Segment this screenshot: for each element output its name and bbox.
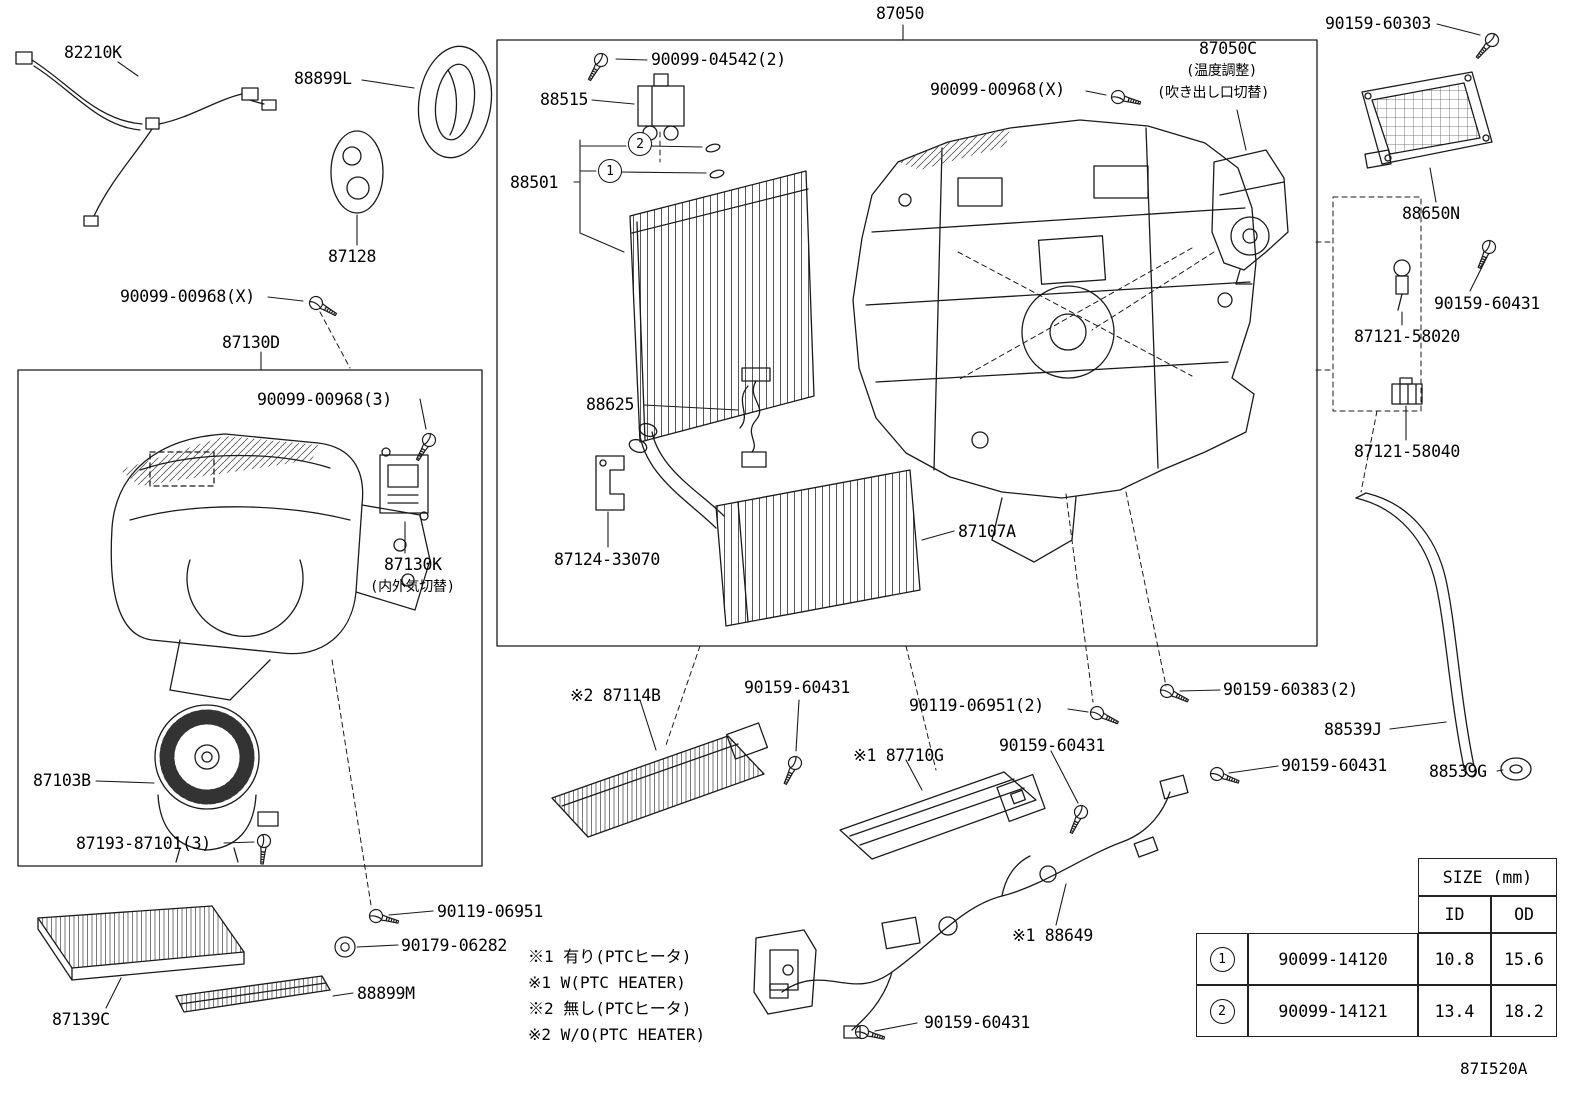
label-87107a: 87107A <box>958 522 1016 541</box>
label-82210k: 82210K <box>64 43 122 62</box>
row-od-value: 15.6 <box>1491 933 1557 985</box>
label-90099-00968x-left: 90099-00968(X) <box>120 287 255 306</box>
row-part-number: 90099-14121 <box>1248 985 1418 1037</box>
wire-harness-82210k-drawing <box>15 51 277 227</box>
leader-lines <box>95 23 1504 1032</box>
label-90159-60431-c1: 90159-60431 <box>744 678 850 697</box>
label-88515: 88515 <box>540 90 589 109</box>
hvac-case-drawing <box>852 119 1257 563</box>
ptc-heater-87114b-drawing <box>551 722 769 838</box>
label-90179-06282: 90179-06282 <box>401 936 507 955</box>
label-87139c: 87139C <box>52 1010 110 1029</box>
label-88899m: 88899M <box>357 984 415 1003</box>
amplifier-88650n-drawing <box>1361 71 1493 169</box>
label-90159-60431-r2: 90159-60431 <box>1281 756 1387 775</box>
label-87193-87101: 87193-87101(3) <box>76 834 211 853</box>
row-od-value: 18.2 <box>1491 985 1557 1037</box>
label-87130k-sub: (内外気切替) <box>370 579 455 595</box>
table-row: 2 90099-14121 13.4 18.2 <box>1196 985 1557 1037</box>
table-row: 1 90099-14120 10.8 15.6 <box>1196 933 1557 985</box>
cabin-filter-87139c-drawing <box>37 905 245 981</box>
grommet-88899l-drawing <box>417 45 493 159</box>
label-88539g: 88539G <box>1429 762 1487 781</box>
bracket-87124-33070-drawing <box>595 455 625 511</box>
label-87050c-sub1: (温度調整) <box>1186 63 1258 79</box>
servo-87130k-drawing <box>379 447 429 521</box>
label-87050c-sub2: (吹き出し口切替) <box>1157 85 1270 101</box>
label-87121-58020: 87121-58020 <box>1354 327 1460 346</box>
label-88625: 88625 <box>586 395 635 414</box>
label-90159-60303: 90159-60303 <box>1325 14 1431 33</box>
label-87130k: 87130K <box>384 555 442 574</box>
servo-87050c-drawing <box>1211 149 1289 285</box>
label-88649: ※1 88649 <box>1012 926 1093 945</box>
label-90159-60431-r1: 90159-60431 <box>1434 294 1540 313</box>
footnotes: ※1 有り(PTCヒータ) ※1 W(PTC HEATER) ※2 無し(PTC… <box>528 944 705 1048</box>
drawing-code: 87I520A <box>1460 1059 1528 1078</box>
callout-2-table: 2 <box>1209 998 1235 1024</box>
label-87128: 87128 <box>328 247 377 266</box>
blower-motor-87103b-drawing <box>154 704 279 863</box>
harness-88649-drawing <box>753 774 1189 1039</box>
size-header-cell: SIZE (mm) <box>1418 858 1557 896</box>
o-ring-drawings <box>705 143 725 179</box>
label-87050c: 87050C <box>1199 39 1257 58</box>
heater-87710g-drawing <box>839 771 1046 860</box>
row-callout-cell: 1 <box>1196 933 1248 985</box>
col-header-id: ID <box>1418 896 1491 933</box>
footnote-line: ※1 有り(PTCヒータ) <box>528 947 692 966</box>
label-90099-04542: 90099-04542(2) <box>651 50 786 69</box>
label-88501: 88501 <box>510 173 559 192</box>
wire-88625-drawing <box>739 367 771 468</box>
row-callout-cell: 2 <box>1196 985 1248 1037</box>
evaporator-88501-drawing <box>629 170 815 443</box>
expansion-valve-88515-drawing <box>637 73 685 141</box>
label-88539j: 88539J <box>1324 720 1382 739</box>
callout-2: 2 <box>628 132 652 156</box>
label-87710g: ※1 87710G <box>853 746 944 765</box>
footnote-line: ※2 W/O(PTC HEATER) <box>528 1025 706 1044</box>
label-87114b: ※2 87114B <box>570 686 661 705</box>
grommet-87128-drawing <box>330 130 384 214</box>
connector-87121-58040-drawing <box>1391 377 1423 405</box>
label-90099-00968-3: 90099-00968(3) <box>257 390 392 409</box>
main-assembly-box <box>17 39 1318 867</box>
label-87103b: 87103B <box>33 771 91 790</box>
size-table: SIZE (mm) ID OD 1 90099-14120 10.8 15.6 … <box>1196 858 1557 1037</box>
label-88650n: 88650N <box>1402 204 1460 223</box>
row-part-number: 90099-14120 <box>1248 933 1418 985</box>
heater-core-87107a-drawing <box>715 469 921 627</box>
label-88899l: 88899L <box>294 69 352 88</box>
row-id-value: 10.8 <box>1418 933 1491 985</box>
label-90119-06951-2: 90119-06951(2) <box>909 696 1044 715</box>
label-87050: 87050 <box>876 4 925 23</box>
label-90159-60431-b: 90159-60431 <box>924 1013 1030 1032</box>
label-87130d: 87130D <box>222 333 280 352</box>
callout-1-table: 1 <box>1209 946 1235 972</box>
footnote-line: ※1 W(PTC HEATER) <box>528 973 686 992</box>
seal-88899m-drawing <box>175 975 331 1013</box>
blower-unit-drawing <box>110 433 431 701</box>
label-87121-58040: 87121-58040 <box>1354 442 1460 461</box>
sensor-87121-58020-drawing <box>1393 259 1411 311</box>
callout-1: 1 <box>598 159 622 183</box>
label-90099-00968x-center: 90099-00968(X) <box>930 80 1065 99</box>
label-87124-33070: 87124-33070 <box>554 550 660 569</box>
hose-88539j-drawing <box>1355 492 1532 781</box>
row-id-value: 13.4 <box>1418 985 1491 1037</box>
label-90119-06951: 90119-06951 <box>437 902 543 921</box>
dashed-lines <box>319 131 1422 906</box>
label-90159-60383-2: 90159-60383(2) <box>1223 680 1358 699</box>
label-90159-60431-c2: 90159-60431 <box>999 736 1105 755</box>
col-header-od: OD <box>1491 896 1557 933</box>
footnote-line: ※2 無し(PTCヒータ) <box>528 999 692 1018</box>
